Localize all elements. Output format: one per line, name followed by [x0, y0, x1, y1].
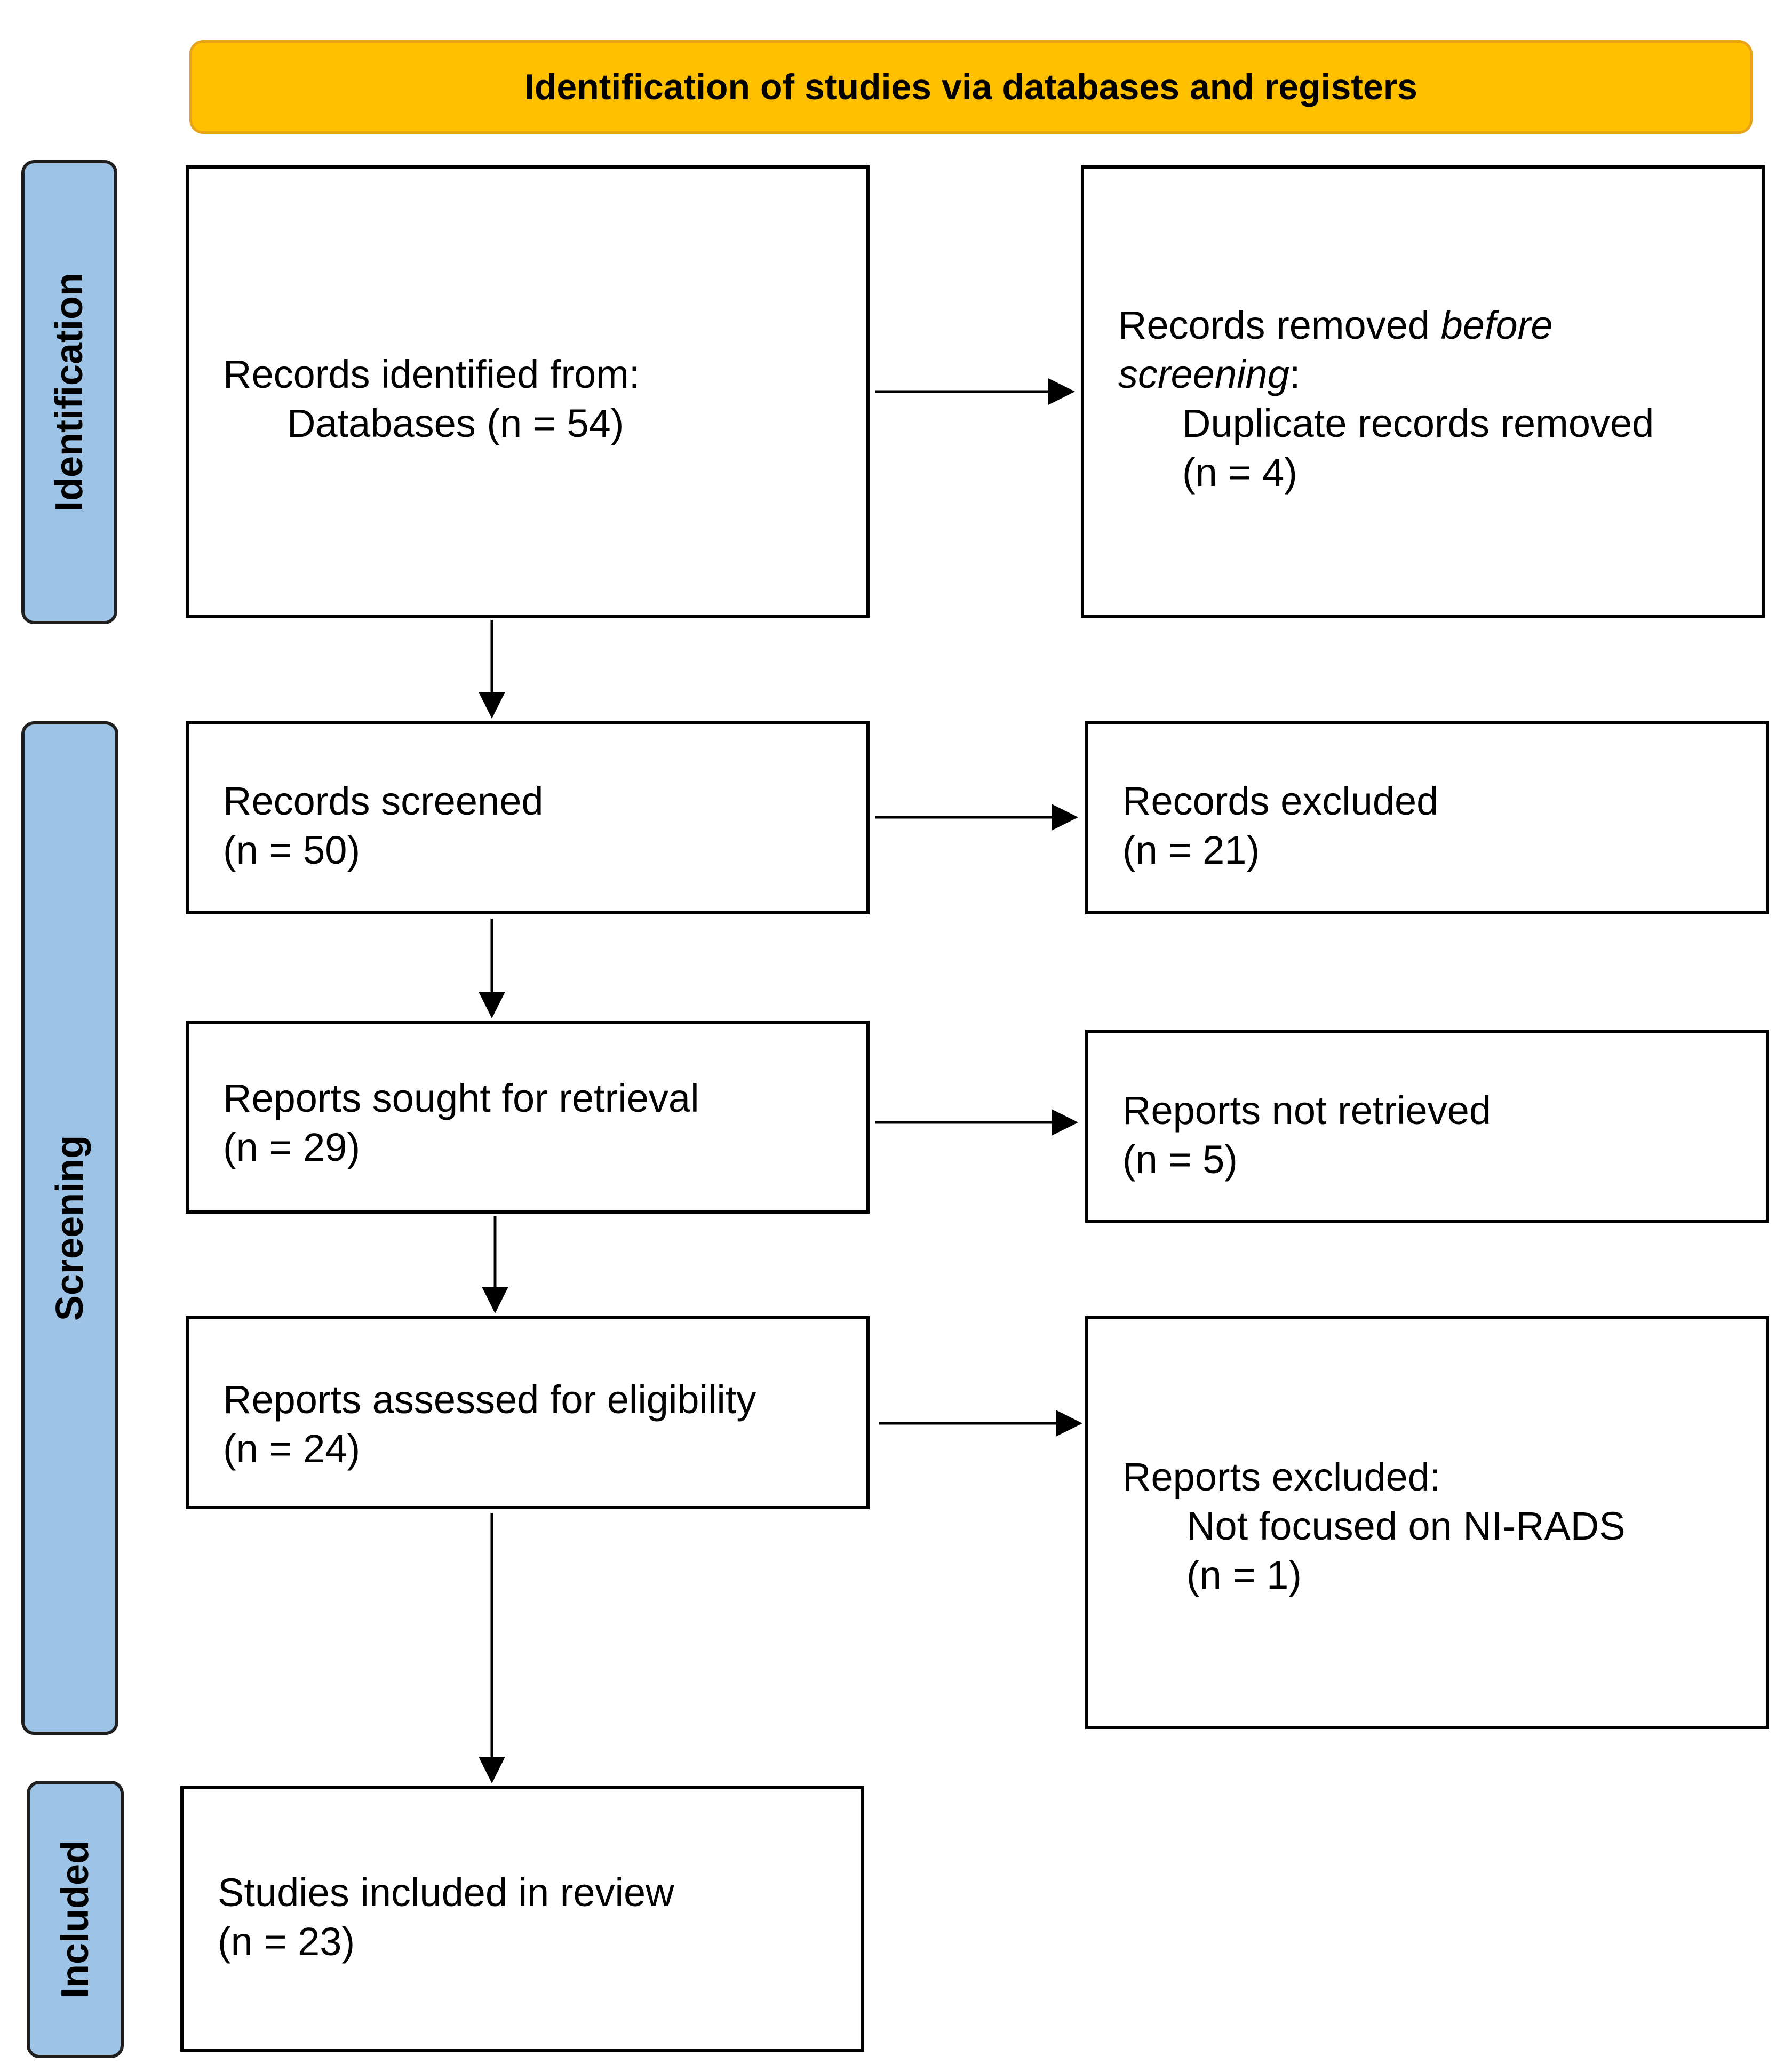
studies-included-line2: (n = 23): [218, 1919, 355, 1964]
header-title: Identification of studies via databases …: [524, 67, 1418, 107]
reports-assessed-line1: Reports assessed for eligibility: [223, 1377, 756, 1422]
records-removed-screening: screening: [1118, 352, 1289, 396]
box-records-excluded: Records excluded (n = 21): [1085, 721, 1769, 914]
reports-excluded-line3: (n = 1): [1186, 1553, 1302, 1597]
box-reports-sought: Reports sought for retrieval (n = 29): [186, 1021, 870, 1214]
box-records-removed: Records removed before screening: Duplic…: [1081, 165, 1765, 618]
phase-identification: Identification: [21, 160, 117, 624]
reports-sought-line1: Reports sought for retrieval: [223, 1076, 699, 1120]
reports-assessed-line2: (n = 24): [223, 1427, 361, 1471]
records-screened-line1: Records screened: [223, 779, 544, 823]
reports-excluded-line1: Reports excluded:: [1122, 1455, 1441, 1499]
phase-screening: Screening: [21, 721, 118, 1735]
records-removed-colon: :: [1289, 352, 1301, 396]
records-removed-line1: Records removed before: [1118, 301, 1654, 350]
reports-not-retrieved-line1: Reports not retrieved: [1122, 1088, 1492, 1133]
reports-excluded-line2: Not focused on NI-RADS: [1186, 1504, 1626, 1548]
box-studies-included: Studies included in review (n = 23): [180, 1786, 864, 2052]
header-banner: Identification of studies via databases …: [189, 40, 1753, 134]
phase-included: Included: [27, 1781, 124, 2058]
records-removed-line4: (n = 4): [1182, 450, 1297, 495]
records-removed-prefix: Records removed: [1118, 303, 1441, 347]
records-excluded-line1: Records excluded: [1122, 779, 1439, 823]
box-reports-not-retrieved: Reports not retrieved (n = 5): [1085, 1030, 1769, 1223]
box-records-screened: Records screened (n = 50): [186, 721, 870, 914]
box-reports-assessed: Reports assessed for eligibility (n = 24…: [186, 1316, 870, 1509]
reports-sought-line2: (n = 29): [223, 1125, 361, 1169]
records-removed-line2: screening:: [1118, 350, 1654, 399]
records-excluded-line2: (n = 21): [1122, 828, 1260, 872]
records-screened-line2: (n = 50): [223, 828, 361, 872]
box-records-identified: Records identified from: Databases (n = …: [186, 165, 870, 618]
records-identified-line1: Records identified from:: [223, 352, 640, 396]
reports-not-retrieved-line2: (n = 5): [1122, 1137, 1238, 1182]
records-removed-before: before: [1440, 303, 1553, 347]
studies-included-line1: Studies included in review: [218, 1870, 674, 1915]
records-removed-line3: Duplicate records removed: [1182, 401, 1654, 445]
records-identified-line2: Databases (n = 54): [287, 401, 624, 445]
box-reports-excluded: Reports excluded: Not focused on NI-RADS…: [1085, 1316, 1769, 1729]
